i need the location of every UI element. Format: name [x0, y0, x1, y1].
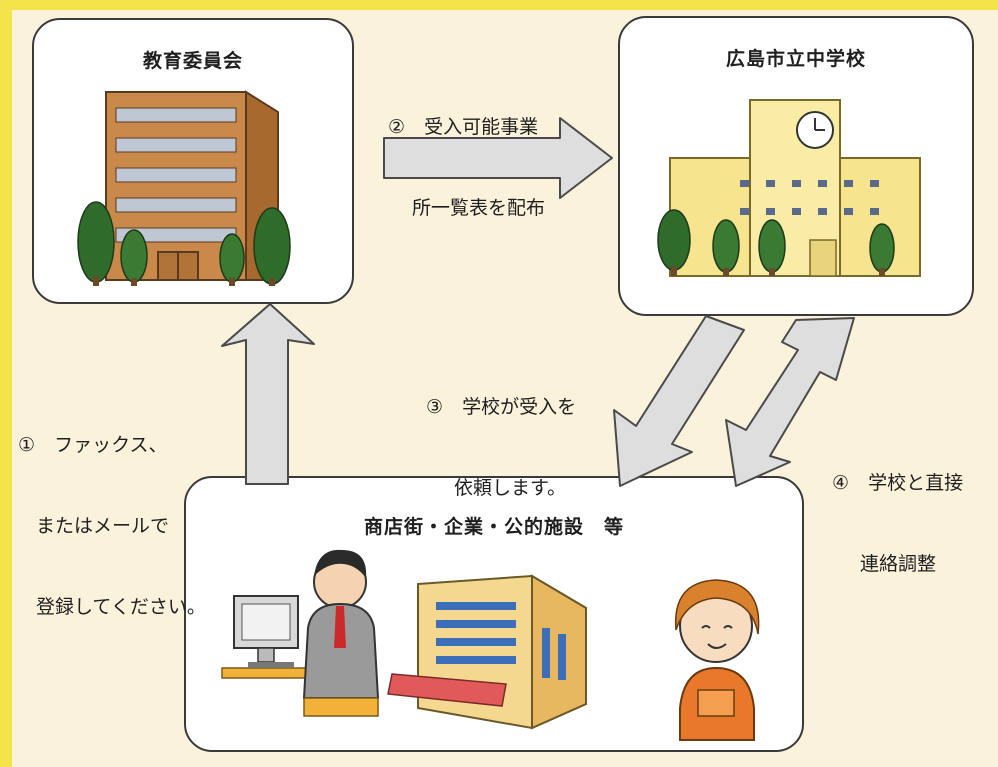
step2-number: ② — [388, 116, 406, 138]
step2-line1: 受入可能事業 — [424, 116, 539, 138]
office-worker-illustration — [221, 549, 380, 717]
shop-clerk-illustration — [674, 579, 760, 741]
step4-line2: 連絡調整 — [860, 553, 937, 575]
school-building-icon — [657, 99, 921, 277]
businesses-node: 商店街・企業・公的施設 等 — [184, 476, 804, 752]
yellow-frame-top — [0, 0, 998, 10]
businesses-title: 商店街・企業・公的施設 等 — [363, 516, 624, 538]
step2-label: ② 受入可能事業 所一覧表を配布 — [388, 60, 545, 249]
step2-line2: 所一覧表を配布 — [412, 197, 546, 219]
school-node: 広島市立中学校 — [618, 16, 974, 316]
school-title: 広島市立中学校 — [725, 48, 866, 70]
step1-label: ① ファックス、 またはメールで 登録してください。 — [18, 378, 206, 648]
board-of-education-title: 教育委員会 — [142, 50, 243, 72]
step1-line2: またはメールで — [36, 515, 170, 537]
step3-number: ③ — [426, 396, 444, 418]
step4-label: ④ 学校と直接 連絡調整 — [832, 416, 963, 605]
step3-line2: 依頼します。 — [454, 477, 567, 499]
step1-number: ① — [18, 434, 36, 456]
step1-line1: ファックス、 — [54, 434, 168, 456]
step4-line1: 学校と直接 — [868, 472, 964, 494]
step3-line1: 学校が受入を — [462, 396, 577, 418]
commercial-building-icon — [387, 574, 587, 730]
yellow-frame-left — [0, 0, 12, 767]
board-of-education-node: 教育委員会 — [32, 18, 354, 304]
step4-number: ④ — [832, 472, 850, 494]
step3-label: ③ 学校が受入を 依頼します。 — [426, 340, 576, 529]
office-building-icon — [77, 90, 291, 286]
step1-line3: 登録してください。 — [36, 596, 206, 618]
